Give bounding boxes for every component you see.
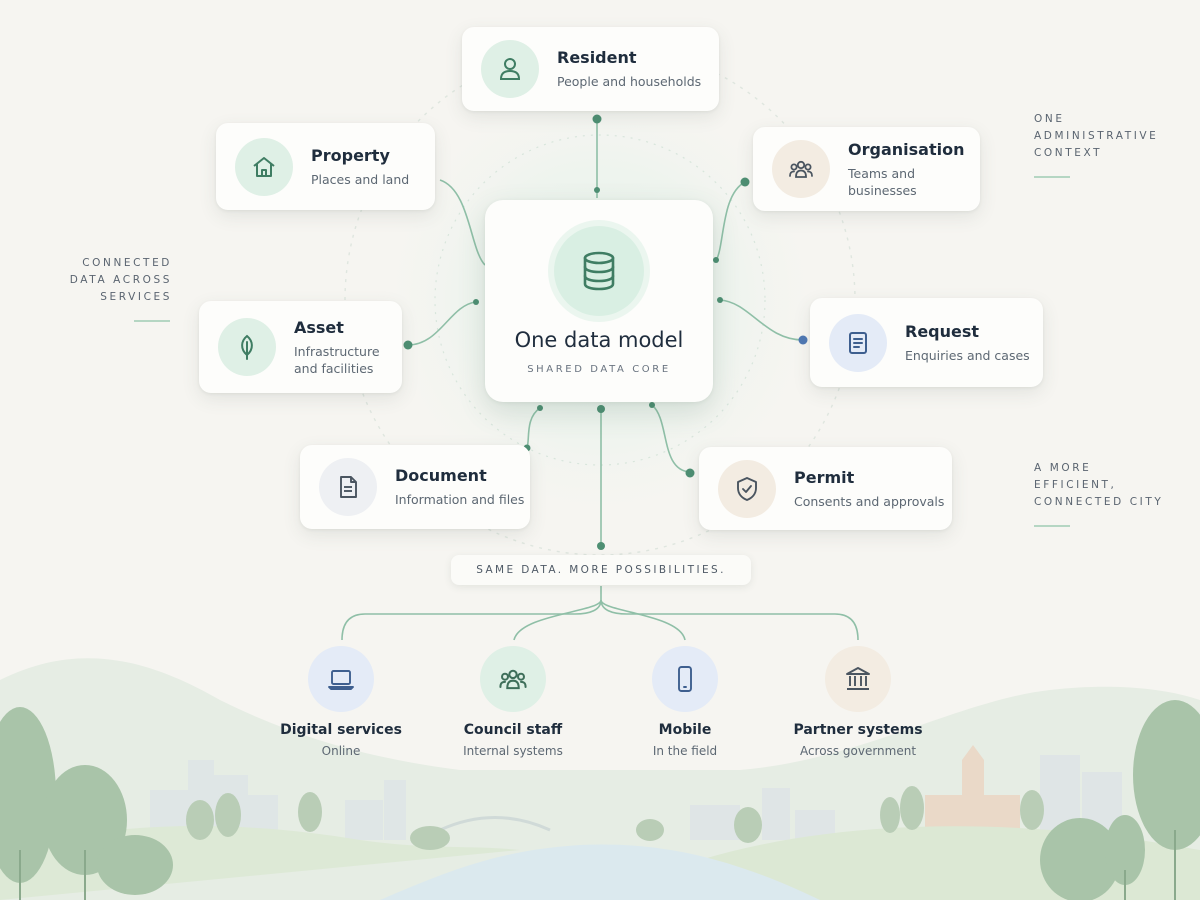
resident-icon-circle bbox=[481, 40, 539, 98]
entity-subtitle: Information and files bbox=[395, 492, 525, 507]
channel-council-staff[interactable]: Council staff Internal systems bbox=[418, 646, 608, 758]
council-staff-icon-circle bbox=[480, 646, 546, 712]
entity-subtitle: Consents and approvals bbox=[794, 493, 945, 509]
entity-subtitle: Places and land bbox=[311, 171, 410, 187]
side-note-left-rule bbox=[134, 320, 170, 322]
channel-title: Partner systems bbox=[793, 722, 923, 738]
channel-title: Digital services bbox=[280, 722, 402, 738]
entity-title: Permit bbox=[794, 467, 855, 487]
entity-title: Document bbox=[395, 466, 487, 485]
side-note-right-top: ONE ADMINISTRATIVE CONTEXT bbox=[1034, 113, 1159, 159]
channel-partner-systems[interactable]: Partner systems Across government bbox=[763, 646, 953, 758]
permit-icon-circle bbox=[718, 459, 776, 518]
channel-subtitle: Internal systems bbox=[463, 744, 563, 758]
mobile-icon-circle bbox=[652, 646, 718, 712]
channel-mobile[interactable]: Mobile In the field bbox=[590, 646, 780, 758]
entity-subtitle: People and households bbox=[557, 74, 702, 89]
tagline-pill: SAME DATA. MORE POSSIBILITIES. bbox=[451, 555, 751, 585]
core-data-model-card: One data model SHARED DATA CORE bbox=[485, 200, 713, 402]
channel-digital-services[interactable]: Digital services Online bbox=[246, 646, 436, 758]
side-note-right-top-rule bbox=[1034, 176, 1070, 178]
entity-title: Request bbox=[905, 321, 980, 341]
document-icon-circle bbox=[319, 458, 377, 516]
shield-check-icon bbox=[737, 476, 757, 501]
entity-title: Resident bbox=[557, 48, 637, 67]
channel-subtitle: Online bbox=[321, 744, 361, 758]
entity-subtitle: Teams and businesses bbox=[848, 165, 917, 198]
property-icon-circle bbox=[235, 137, 293, 196]
group-icon bbox=[789, 160, 813, 178]
partner-systems-icon-circle bbox=[825, 646, 891, 712]
house-icon bbox=[253, 156, 275, 177]
digital-services-icon-circle bbox=[308, 646, 374, 712]
side-note-left: CONNECTED DATA ACROSS SERVICES bbox=[69, 257, 172, 303]
form-icon bbox=[849, 331, 867, 354]
leaf-icon bbox=[241, 334, 253, 360]
laptop-icon bbox=[328, 670, 354, 690]
asset-icon-circle bbox=[218, 318, 276, 376]
entity-title: Property bbox=[311, 145, 390, 165]
entity-subtitle: Enquiries and cases bbox=[905, 347, 1030, 363]
organisation-icon-circle bbox=[772, 140, 830, 198]
side-note-right-bottom: A MORE EFFICIENT, CONNECTED CITY bbox=[1034, 462, 1164, 508]
entity-subtitle: Infrastructure and facilities bbox=[294, 343, 380, 376]
side-note-right-bottom-rule bbox=[1034, 525, 1070, 527]
core-title: One data model bbox=[514, 328, 684, 352]
channel-subtitle: Across government bbox=[799, 744, 917, 758]
channel-subtitle: In the field bbox=[652, 744, 718, 758]
document-icon bbox=[340, 476, 357, 498]
phone-icon bbox=[678, 666, 692, 692]
database-icon bbox=[583, 251, 615, 291]
core-subtitle: SHARED DATA CORE bbox=[527, 364, 671, 375]
entity-title: Asset bbox=[294, 317, 344, 337]
entity-title: Organisation bbox=[848, 139, 965, 159]
group-icon bbox=[499, 669, 527, 690]
person-icon bbox=[499, 58, 521, 80]
channel-title: Council staff bbox=[463, 722, 563, 738]
channel-title: Mobile bbox=[658, 722, 712, 738]
core-icon-circle bbox=[554, 226, 644, 316]
request-icon-circle bbox=[829, 313, 887, 372]
building-icon bbox=[846, 667, 870, 690]
